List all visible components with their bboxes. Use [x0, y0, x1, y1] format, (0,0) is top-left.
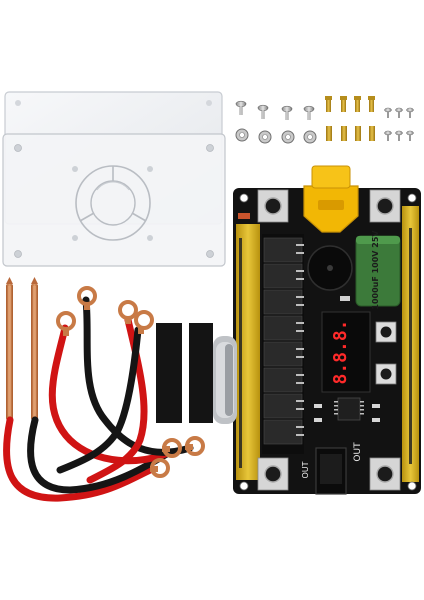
cable-red-long [3, 416, 154, 502]
screw-icon [395, 107, 403, 118]
ring-terminal-icon [77, 286, 97, 310]
cable-black-long [27, 416, 174, 494]
terminal-pad [369, 457, 401, 491]
capacitor-label: 1000uF 100V 25V [371, 230, 380, 310]
standoff-icon [368, 96, 375, 112]
standoff-icon [354, 96, 361, 112]
screw-icon [384, 107, 392, 118]
velcro-strip [189, 323, 213, 423]
terminal-pad [369, 189, 401, 223]
mosfet-column [262, 234, 304, 454]
standoff-icon [325, 96, 332, 112]
push-button[interactable] [375, 321, 397, 343]
screw-icon [406, 107, 414, 118]
cable-red-short [48, 324, 174, 465]
ring-terminal-icon [134, 310, 154, 334]
nut-icon [258, 130, 272, 144]
screw-icon [303, 105, 315, 120]
screws-nuts-standoffs [235, 96, 414, 144]
xt60-connector [303, 165, 359, 233]
nickel-strip-roll [213, 336, 237, 424]
standoff-icon [341, 126, 347, 141]
nut-icon [303, 130, 317, 144]
standoff-icon [355, 126, 361, 141]
terminal-pad [257, 189, 289, 223]
screw-icon [235, 100, 247, 115]
seven-segment-display: 8.8.8. [321, 311, 371, 393]
copper-bar-left [236, 224, 260, 480]
screw-icon [384, 130, 392, 141]
screw-icon [281, 105, 293, 120]
cable-black-short [82, 296, 194, 456]
terminal-pad [257, 457, 289, 491]
out-label-bottom: OUT [353, 442, 363, 462]
capacitor: 1000uF 100V 25V [355, 230, 401, 310]
cable-black-right [56, 326, 142, 474]
buzzer [307, 245, 353, 291]
fan-grille-icon [75, 165, 151, 241]
screw-icon [395, 130, 403, 141]
ring-terminal-icon [150, 458, 170, 478]
display-digits: 8.8.8. [330, 319, 351, 384]
welding-pen-right [31, 277, 38, 420]
ring-terminal-icon [118, 300, 138, 324]
screw-icon [406, 130, 414, 141]
standoff-icon [369, 126, 375, 141]
copper-bar-right [402, 206, 419, 482]
velcro-strip [156, 323, 182, 423]
spot-welder-pcb: 1000uF 100V 25V 8.8.8. [233, 165, 421, 495]
nut-icon [281, 130, 295, 144]
out-label-left: OUT [301, 461, 310, 478]
ring-terminal-icon [185, 436, 205, 456]
push-button[interactable] [375, 363, 397, 385]
ic-chip [334, 397, 364, 421]
nut-icon [235, 128, 249, 142]
welding-pen-left [6, 277, 13, 420]
ring-terminal-icon [56, 311, 76, 336]
ring-terminal-icon [162, 438, 182, 458]
screw-icon [257, 104, 269, 119]
standoff-icon [340, 96, 347, 112]
acrylic-cover-bottom [2, 133, 226, 267]
standoff-icon [326, 126, 332, 141]
dc-jack [315, 447, 347, 495]
